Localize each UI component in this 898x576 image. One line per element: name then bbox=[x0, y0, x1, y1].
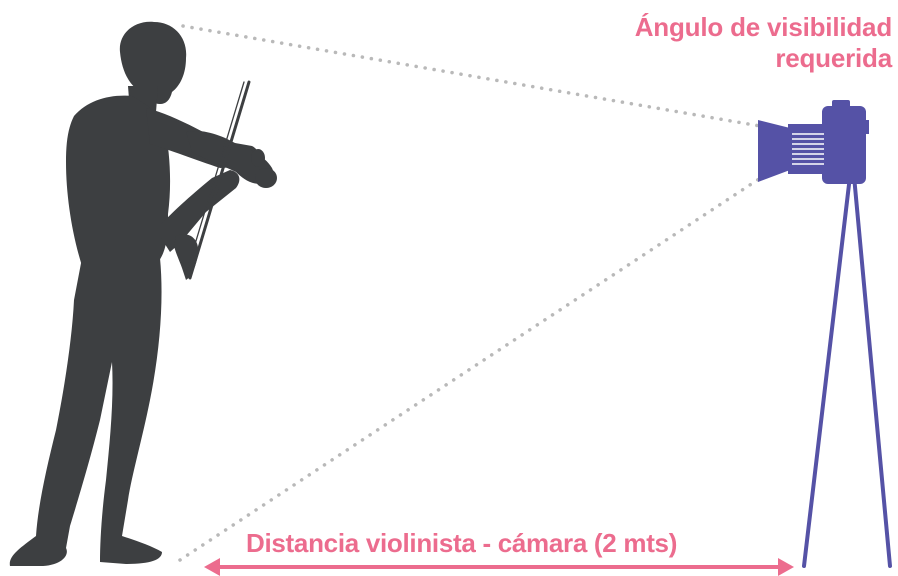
visibility-angle-label-line2: requerida bbox=[775, 43, 892, 73]
camera-on-tripod-icon bbox=[758, 100, 892, 568]
camera-body bbox=[822, 106, 866, 184]
sightline-group bbox=[178, 24, 764, 562]
tripod-leg-left bbox=[802, 174, 852, 568]
violin-bow-hair bbox=[185, 81, 245, 275]
violinist-silhouette-icon bbox=[9, 21, 277, 566]
visibility-angle-label: Ángulo de visibilidad requerida bbox=[635, 12, 892, 74]
distance-label: Distancia violinista - cámara (2 mts) bbox=[246, 528, 678, 558]
violin-bow bbox=[188, 80, 251, 280]
upper-sightline bbox=[181, 24, 762, 128]
visibility-angle-label-line1: Ángulo de visibilidad bbox=[634, 12, 892, 42]
camera-lens-hood bbox=[758, 120, 790, 182]
lower-sightline bbox=[178, 175, 764, 562]
double-arrow-icon bbox=[204, 558, 794, 576]
tripod-leg-right bbox=[852, 174, 892, 568]
